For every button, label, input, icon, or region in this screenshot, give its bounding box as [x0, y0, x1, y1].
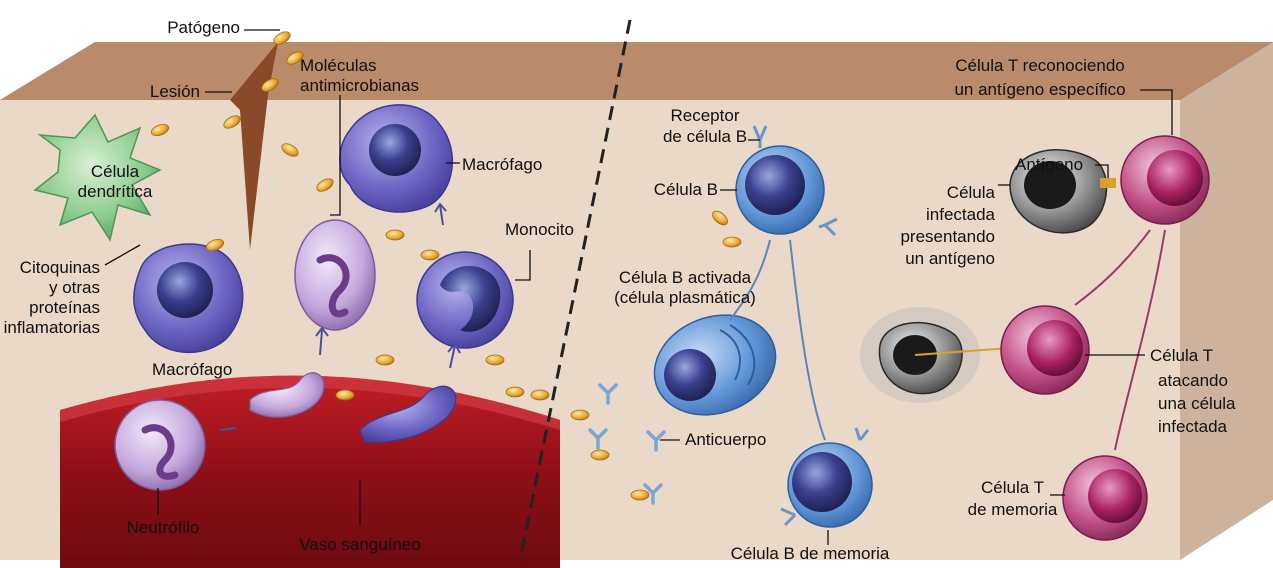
macrophage-top	[340, 105, 452, 212]
label-t-ataca-4: infectada	[1158, 417, 1227, 437]
label-infectada-4: un antígeno	[880, 249, 995, 269]
label-anticuerpo: Anticuerpo	[685, 430, 766, 450]
label-b-activada-1: Célula B activada	[590, 268, 780, 288]
label-b-memoria: Célula B de memoria	[700, 544, 920, 564]
label-citoquinas-3: proteínas	[0, 298, 100, 318]
label-b-activada-2: (célula plasmática)	[590, 288, 780, 308]
label-celula-b: Célula B	[620, 180, 718, 200]
label-macrofago-left: Macrófago	[152, 360, 232, 380]
label-t-reconoce-2: un antígeno específico	[925, 80, 1155, 100]
neutrophil-tissue	[295, 220, 375, 330]
t-cell-attacking	[1001, 306, 1089, 394]
macrophage-left	[134, 244, 243, 352]
label-receptor-1: Receptor	[650, 106, 760, 126]
label-t-memoria-1: Célula T	[950, 478, 1075, 498]
label-celula-dendritica-1: Célula	[60, 162, 170, 182]
label-citoquinas-1: Citoquinas	[0, 258, 100, 278]
label-t-reconoce-1: Célula T reconociendo	[925, 56, 1155, 76]
memory-t-cell	[1063, 456, 1147, 540]
neutrophil-vessel	[115, 400, 205, 490]
label-macrofago-top: Macrófago	[462, 155, 542, 175]
label-t-ataca-1: Célula T	[1150, 346, 1213, 366]
label-vaso-sanguineo: Vaso sanguíneo	[285, 535, 435, 555]
label-infectada-3: presentando	[880, 227, 995, 247]
monocyte	[417, 252, 513, 348]
label-patogeno: Patógeno	[130, 18, 240, 38]
label-t-ataca-2: atacando	[1158, 371, 1228, 391]
label-celula-dendritica-2: dendrítica	[60, 182, 170, 202]
label-t-ataca-3: una célula	[1158, 394, 1236, 414]
label-citoquinas-2: y otras	[0, 278, 100, 298]
label-antigeno: Antígeno	[1015, 155, 1083, 175]
label-moleculas-1: Moléculas	[300, 56, 377, 76]
label-neutrofilo: Neutrófilo	[108, 518, 218, 538]
label-infectada-1: Célula	[880, 183, 995, 203]
tissue-side-face	[1180, 42, 1273, 560]
label-t-memoria-2: de memoria	[950, 500, 1075, 520]
label-receptor-2: de célula B	[650, 127, 760, 147]
label-lesion: Lesión	[100, 82, 200, 102]
label-infectada-2: infectada	[880, 205, 995, 225]
label-moleculas-2: antimicrobianas	[300, 76, 419, 96]
label-monocito: Monocito	[505, 220, 574, 240]
t-cell-recognizing	[1121, 136, 1209, 224]
label-citoquinas-4: inflamatorias	[0, 318, 100, 338]
